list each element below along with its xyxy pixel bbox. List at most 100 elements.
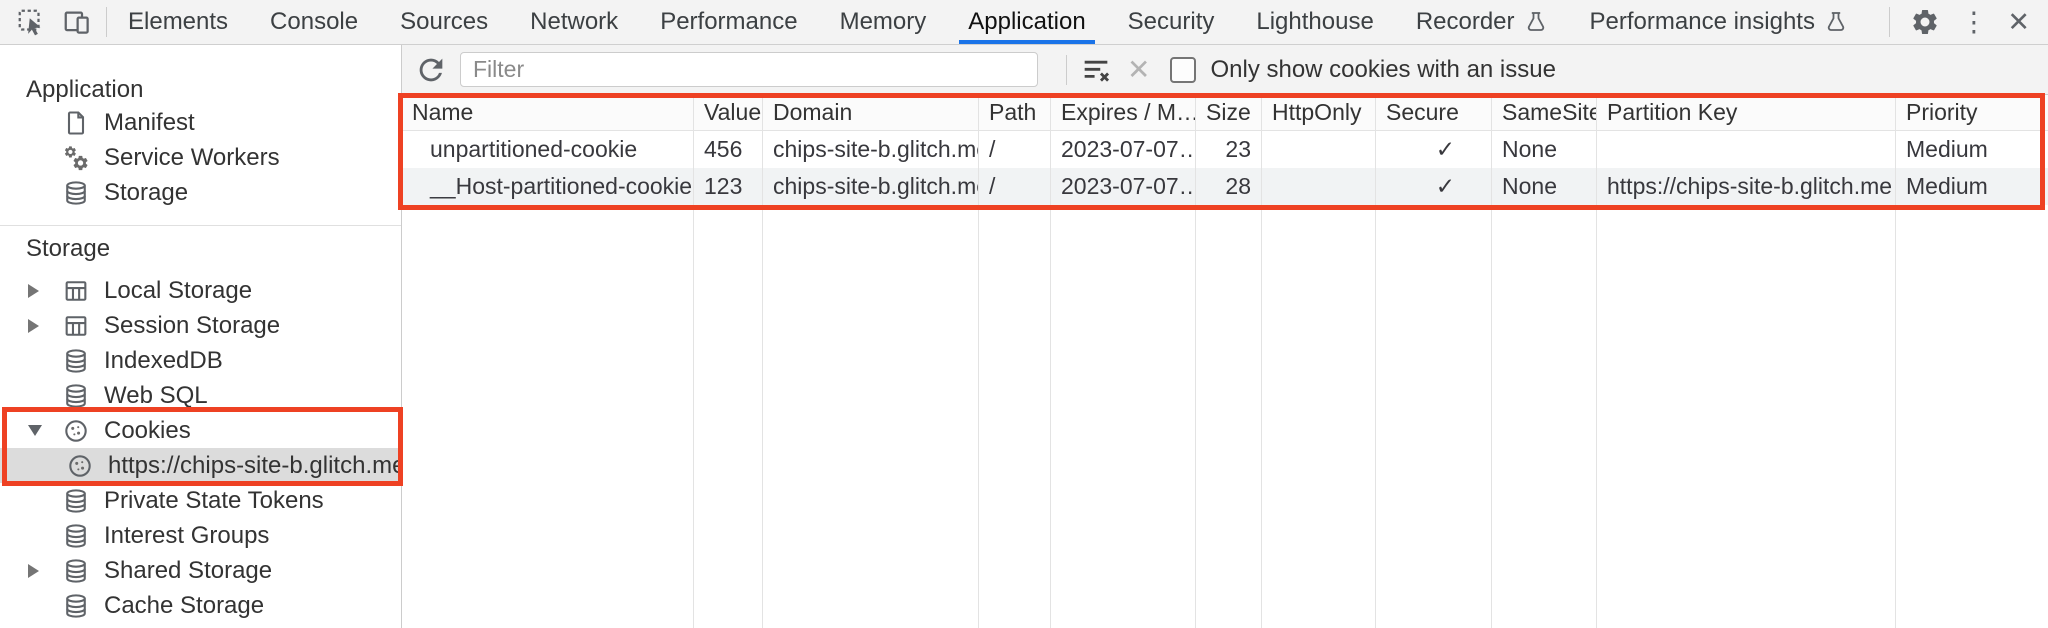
cookie-row-cell-size[interactable]: 28 [1196, 168, 1262, 205]
cookie-row-cell-path[interactable]: / [979, 131, 1051, 168]
inspect-element-icon[interactable] [16, 7, 46, 37]
cookie-row-cell-secure[interactable]: ✓ [1376, 168, 1492, 205]
close-devtools-icon[interactable]: ✕ [2007, 6, 2030, 37]
sidebar-item-interest-groups[interactable]: Interest Groups [0, 518, 401, 553]
cookie-row-cell-partition-key[interactable]: https://chips-site-b.glitch.me [1597, 168, 1896, 205]
cookie-row-cell-domain[interactable]: chips-site-b.glitch.me [763, 131, 979, 168]
toolbar-separator [1066, 54, 1067, 85]
sidebar-item-web-sql[interactable]: Web SQL [0, 378, 401, 413]
tab-network[interactable]: Network [509, 0, 639, 44]
sidebar-item-cookies[interactable]: Cookies [0, 413, 401, 448]
refresh-icon[interactable] [414, 53, 448, 87]
tab-label: Network [530, 8, 619, 35]
settings-gear-icon[interactable] [1910, 7, 1940, 37]
column-header-partition-key[interactable]: Partition Key [1597, 95, 1896, 131]
database-icon [62, 557, 90, 585]
chevron-right-icon[interactable] [28, 283, 62, 298]
flask-icon [1824, 9, 1848, 35]
grid-filler-cell [1376, 205, 1492, 628]
more-options-icon[interactable]: ⋮ [1960, 6, 1988, 37]
device-toolbar-icon[interactable] [62, 7, 92, 37]
tab-label: Memory [839, 8, 927, 35]
column-header-domain[interactable]: Domain [763, 95, 979, 131]
tab-label: Application [968, 8, 1086, 35]
sidebar-item-label: Manifest [104, 108, 195, 136]
sidebar-item-private-state-tokens[interactable]: Private State Tokens [0, 483, 401, 518]
chevron-right-icon[interactable] [28, 563, 62, 578]
tab-application[interactable]: Application [947, 0, 1106, 44]
tab-memory[interactable]: Memory [819, 0, 948, 44]
cookie-row-cell-secure[interactable]: ✓ [1376, 131, 1492, 168]
tab-recorder[interactable]: Recorder [1395, 0, 1569, 44]
cookie-row-cell-value[interactable]: 456 [694, 131, 763, 168]
tab-performance[interactable]: Performance [639, 0, 818, 44]
column-header-path[interactable]: Path [979, 95, 1051, 131]
tab-label: Console [270, 8, 359, 35]
sidebar-item-service-workers[interactable]: Service Workers [0, 140, 401, 175]
column-header-httponly[interactable]: HttpOnly [1262, 95, 1376, 131]
tab-performance-insights[interactable]: Performance insights [1569, 0, 1869, 44]
cookie-row-cell-partition-key[interactable] [1597, 131, 1896, 168]
sidebar-item-label: Cache Storage [104, 591, 265, 619]
column-header-size[interactable]: Size [1196, 95, 1262, 131]
cookie-row-cell-domain[interactable]: chips-site-b.glitch.me [763, 168, 979, 205]
grid-filler-cell [1262, 205, 1376, 628]
tab-elements[interactable]: Elements [107, 0, 249, 44]
sidebar-item-session-storage[interactable]: Session Storage [0, 308, 401, 343]
cookie-icon [62, 417, 90, 445]
cookie-row-cell-name[interactable]: __Host-partitioned-cookie [402, 168, 694, 205]
column-header-expires[interactable]: Expires / M… [1051, 95, 1196, 131]
column-header-priority[interactable]: Priority [1896, 95, 2048, 131]
sidebar-item-manifest[interactable]: Manifest [0, 105, 401, 140]
column-header-samesite[interactable]: SameSite [1492, 95, 1597, 131]
sidebar-item-local-storage[interactable]: Local Storage [0, 273, 401, 308]
column-header-value[interactable]: Value [694, 95, 763, 131]
only-issues-checkbox[interactable] [1170, 56, 1197, 83]
cookie-row-cell-name[interactable]: unpartitioned-cookie [402, 131, 694, 168]
column-header-secure[interactable]: Secure [1376, 95, 1492, 131]
sidebar-item-label: Private State Tokens [104, 486, 324, 514]
cookie-row-cell-priority[interactable]: Medium [1896, 168, 2048, 205]
clear-filter-icon[interactable] [1079, 53, 1113, 87]
tabbar-separator [1889, 7, 1891, 37]
sidebar-item-cache-storage[interactable]: Cache Storage [0, 588, 401, 623]
sidebar-item-label: Interest Groups [104, 521, 270, 549]
cookie-row-cell-samesite[interactable]: None [1492, 168, 1597, 205]
cookie-row-cell-samesite[interactable]: None [1492, 131, 1597, 168]
cookie-row-cell-expires[interactable]: 2023-07-07… [1051, 131, 1196, 168]
sidebar-item-cookie-origin[interactable]: https://chips-site-b.glitch.me [0, 448, 405, 483]
tab-sources[interactable]: Sources [379, 0, 509, 44]
devtools-body: Application Manifest [0, 45, 2048, 628]
sidebar-item-label: Session Storage [104, 311, 281, 339]
sidebar-item-label: IndexedDB [104, 346, 223, 374]
chevron-right-icon[interactable] [28, 318, 62, 333]
grid-filler-cell [1896, 205, 2048, 628]
sidebar-item-label: Service Workers [104, 143, 280, 171]
sidebar-item-label: Web SQL [104, 381, 208, 409]
sidebar-item-storage[interactable]: Storage [0, 175, 401, 210]
cookie-row-cell-path[interactable]: / [979, 168, 1051, 205]
chevron-down-icon[interactable] [28, 425, 62, 436]
cookie-row-cell-expires[interactable]: 2023-07-07… [1051, 168, 1196, 205]
tab-console[interactable]: Console [249, 0, 379, 44]
sidebar-item-label: Shared Storage [104, 556, 273, 584]
document-icon [62, 109, 90, 137]
cookie-row-cell-httponly[interactable] [1262, 131, 1376, 168]
sidebar-item-label: Cookies [104, 416, 191, 444]
cookie-row-cell-httponly[interactable] [1262, 168, 1376, 205]
only-issues-checkbox-label: Only show cookies with an issue [1210, 55, 1556, 83]
filter-input[interactable] [460, 52, 1038, 87]
tab-lighthouse[interactable]: Lighthouse [1235, 0, 1394, 44]
sidebar-item-indexeddb[interactable]: IndexedDB [0, 343, 401, 378]
cookie-row-cell-value[interactable]: 123 [694, 168, 763, 205]
clear-selection-icon[interactable]: ✕ [1127, 53, 1151, 85]
cookie-row-cell-priority[interactable]: Medium [1906, 136, 1988, 162]
tab-security[interactable]: Security [1107, 0, 1236, 44]
table-icon [62, 312, 90, 340]
cookies-pane: ✕ Only show cookies with an issue Name V… [402, 45, 2048, 628]
cookie-row-cell-size[interactable]: 23 [1196, 131, 1262, 168]
grid-filler-cell [1051, 205, 1196, 628]
sidebar-item-shared-storage[interactable]: Shared Storage [0, 553, 401, 588]
column-header-name[interactable]: Name [402, 95, 694, 131]
